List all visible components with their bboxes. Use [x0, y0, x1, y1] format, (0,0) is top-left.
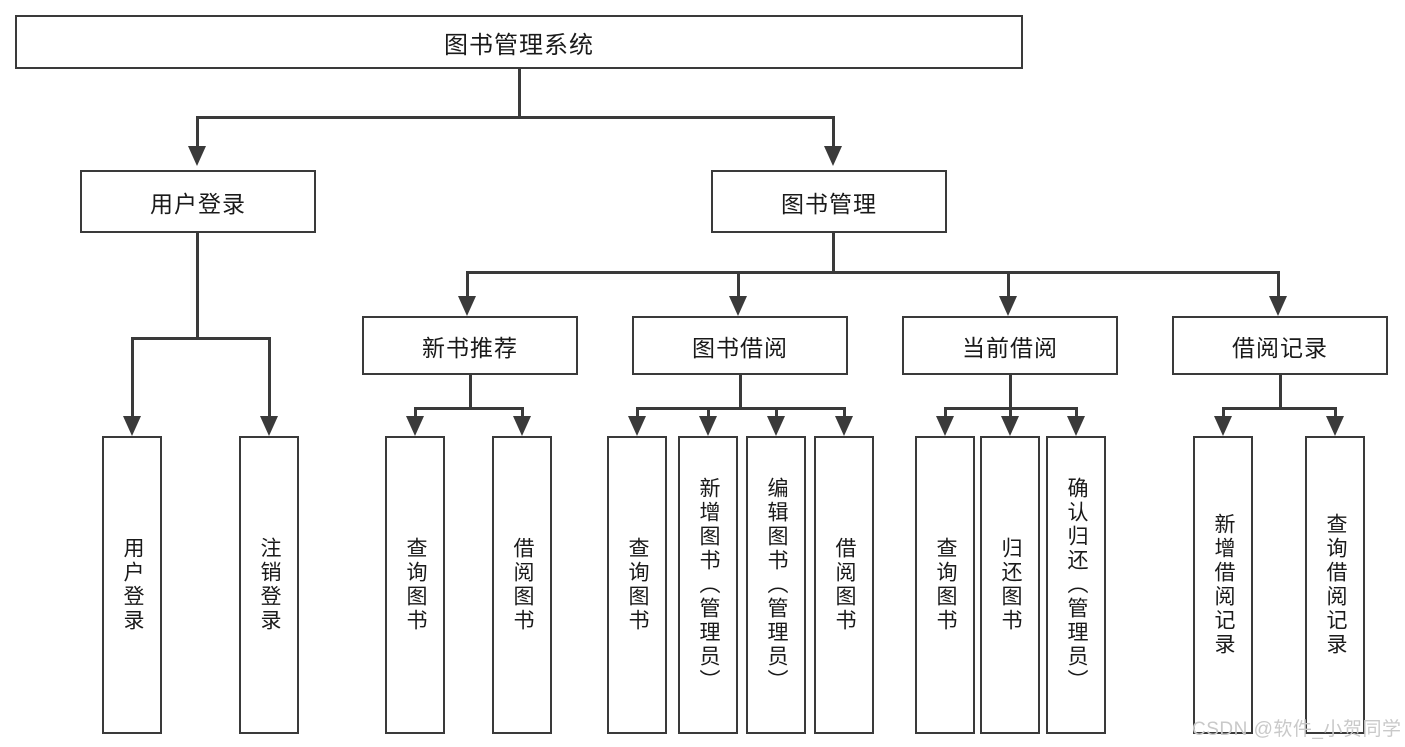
arrow-book-borrow-child1 — [628, 416, 646, 436]
node-label: 图书管理 — [781, 190, 877, 217]
node-label: 确认归还（管理员） — [1065, 477, 1089, 693]
edge-user-login-stem — [196, 233, 199, 340]
arrow-user-login-child1 — [123, 416, 141, 436]
arrow-book-borrow-child2 — [699, 416, 717, 436]
arrow-borrow-record-child1 — [1214, 416, 1232, 436]
leaf-user-login[interactable]: 用户登录 — [102, 436, 162, 734]
node-user-login[interactable]: 用户登录 — [80, 170, 316, 233]
node-label: 查询图书 — [404, 537, 428, 633]
edge-user-login-child1 — [131, 337, 134, 416]
node-label: 用户登录 — [121, 537, 145, 633]
edge-level3-bus — [466, 271, 1280, 274]
node-new-book-recommend[interactable]: 新书推荐 — [362, 316, 578, 375]
edge-new-book-child2 — [521, 407, 524, 419]
edge-borrow-record-child1 — [1222, 407, 1225, 419]
edge-current-borrow-child1 — [944, 407, 947, 419]
leaf-edit-book-admin[interactable]: 编辑图书（管理员） — [746, 436, 806, 734]
node-label: 新增借阅记录 — [1212, 513, 1236, 657]
node-book-management[interactable]: 图书管理 — [711, 170, 947, 233]
edge-root-stem — [518, 69, 521, 118]
edge-to-borrow-record — [1277, 271, 1280, 296]
arrow-new-book-child1 — [406, 416, 424, 436]
node-label: 查询图书 — [626, 537, 650, 633]
arrow-book-borrow-child3 — [767, 416, 785, 436]
edge-to-new-book — [466, 271, 469, 296]
edge-book-borrow-child4 — [843, 407, 846, 419]
edge-user-login-child2 — [268, 337, 271, 416]
node-label: 新增图书（管理员） — [697, 477, 721, 693]
leaf-return-book[interactable]: 归还图书 — [980, 436, 1040, 734]
arrow-borrow-record-child2 — [1326, 416, 1344, 436]
node-label: 编辑图书（管理员） — [765, 477, 789, 693]
arrow-to-user-login — [188, 146, 206, 166]
edge-to-book-borrow — [737, 271, 740, 296]
edge-book-borrow-child1 — [636, 407, 639, 419]
edge-book-borrow-child3 — [775, 407, 778, 419]
arrow-current-borrow-child3 — [1067, 416, 1085, 436]
node-current-borrow[interactable]: 当前借阅 — [902, 316, 1118, 375]
arrow-book-borrow-child4 — [835, 416, 853, 436]
edge-current-borrow-child3 — [1075, 407, 1078, 419]
leaf-borrow-book[interactable]: 借阅图书 — [814, 436, 874, 734]
leaf-query-book-recommend[interactable]: 查询图书 — [385, 436, 445, 734]
node-label: 当前借阅 — [962, 334, 1058, 361]
leaf-borrow-book-recommend[interactable]: 借阅图书 — [492, 436, 552, 734]
node-label: 用户登录 — [150, 190, 246, 217]
node-label: 新书推荐 — [422, 334, 518, 361]
edge-book-borrow-bus — [636, 407, 844, 410]
arrow-current-borrow-child2 — [1001, 416, 1019, 436]
node-label: 查询图书 — [934, 537, 958, 633]
csdn-watermark: CSDN @软件_小贺同学 — [1192, 719, 1402, 740]
edge-to-current-borrow — [1007, 271, 1010, 296]
leaf-query-borrow-record[interactable]: 查询借阅记录 — [1305, 436, 1365, 734]
node-label: 归还图书 — [999, 537, 1023, 633]
leaf-logout[interactable]: 注销登录 — [239, 436, 299, 734]
arrow-user-login-child2 — [260, 416, 278, 436]
edge-borrow-record-stem — [1279, 375, 1282, 410]
leaf-add-borrow-record[interactable]: 新增借阅记录 — [1193, 436, 1253, 734]
node-label: 查询借阅记录 — [1324, 513, 1348, 657]
edge-borrow-record-child2 — [1334, 407, 1337, 419]
edge-new-book-stem — [469, 375, 472, 410]
node-label: 借阅记录 — [1232, 334, 1328, 361]
edge-user-login-bus — [131, 337, 271, 340]
leaf-query-book-current[interactable]: 查询图书 — [915, 436, 975, 734]
arrow-to-borrow-record — [1269, 296, 1287, 316]
node-label: 图书管理系统 — [444, 31, 594, 59]
edge-current-borrow-child2 — [1009, 407, 1012, 419]
edge-book-borrow-child2 — [707, 407, 710, 419]
arrow-current-borrow-child1 — [936, 416, 954, 436]
leaf-add-book-admin[interactable]: 新增图书（管理员） — [678, 436, 738, 734]
edge-current-borrow-stem — [1009, 375, 1012, 410]
arrow-new-book-child2 — [513, 416, 531, 436]
leaf-query-book-borrow[interactable]: 查询图书 — [607, 436, 667, 734]
edge-new-book-child1 — [414, 407, 417, 419]
leaf-confirm-return-admin[interactable]: 确认归还（管理员） — [1046, 436, 1106, 734]
node-borrow-record[interactable]: 借阅记录 — [1172, 316, 1388, 375]
node-label: 借阅图书 — [511, 537, 535, 633]
edge-to-user-login — [196, 116, 199, 146]
node-label: 图书借阅 — [692, 334, 788, 361]
edge-to-book-manage — [832, 116, 835, 146]
arrow-to-book-borrow — [729, 296, 747, 316]
arrow-to-new-book — [458, 296, 476, 316]
node-label: 注销登录 — [258, 537, 282, 633]
node-root-system[interactable]: 图书管理系统 — [15, 15, 1023, 69]
edge-book-borrow-stem — [739, 375, 742, 410]
edge-borrow-record-bus — [1222, 407, 1337, 410]
node-book-borrow[interactable]: 图书借阅 — [632, 316, 848, 375]
arrow-to-book-manage — [824, 146, 842, 166]
edge-book-manage-stem — [832, 233, 835, 273]
edge-level1-bus — [196, 116, 835, 119]
node-label: 借阅图书 — [833, 537, 857, 633]
arrow-to-current-borrow — [999, 296, 1017, 316]
edge-new-book-bus — [414, 407, 524, 410]
